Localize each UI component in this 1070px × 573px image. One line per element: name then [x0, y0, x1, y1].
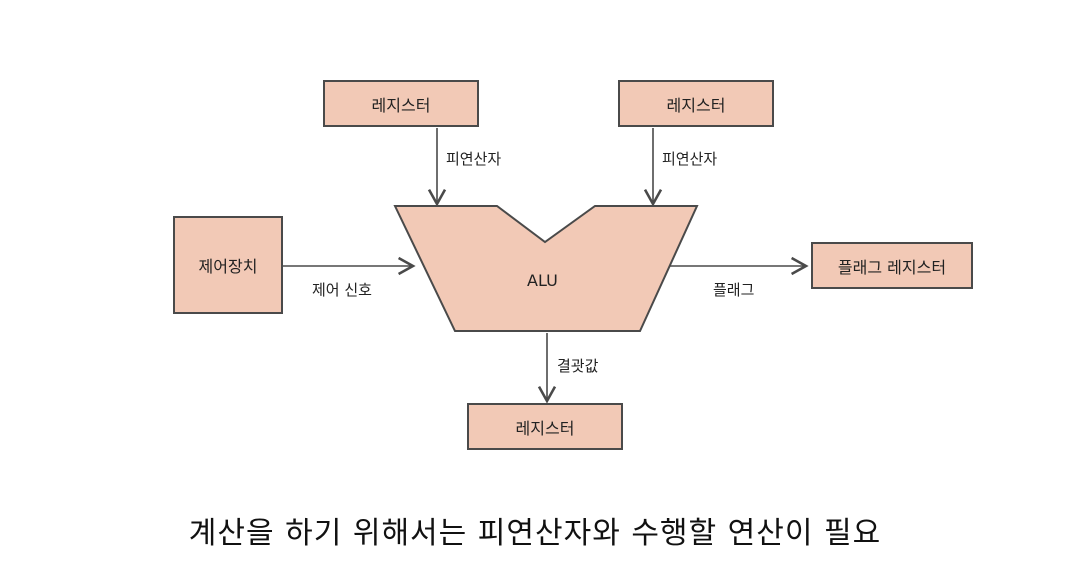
control-unit-box: 제어장치: [173, 216, 283, 314]
flag-register-box: 플래그 레지스터: [811, 242, 973, 289]
register-top-right: 레지스터: [618, 80, 774, 127]
control-signal-label: 제어 신호: [312, 281, 372, 299]
register-top-left: 레지스터: [323, 80, 479, 127]
result-label: 결괏값: [557, 357, 599, 375]
register-bottom: 레지스터: [467, 403, 623, 450]
alu-shape: [393, 205, 699, 332]
flag-label: 플래그: [713, 281, 755, 299]
operand-right-label: 피연산자: [662, 150, 718, 168]
operand-left-label: 피연산자: [446, 150, 502, 168]
alu-label: ALU: [527, 271, 558, 290]
caption-text: 계산을 하기 위해서는 피연산자와 수행할 연산이 필요: [188, 516, 882, 551]
